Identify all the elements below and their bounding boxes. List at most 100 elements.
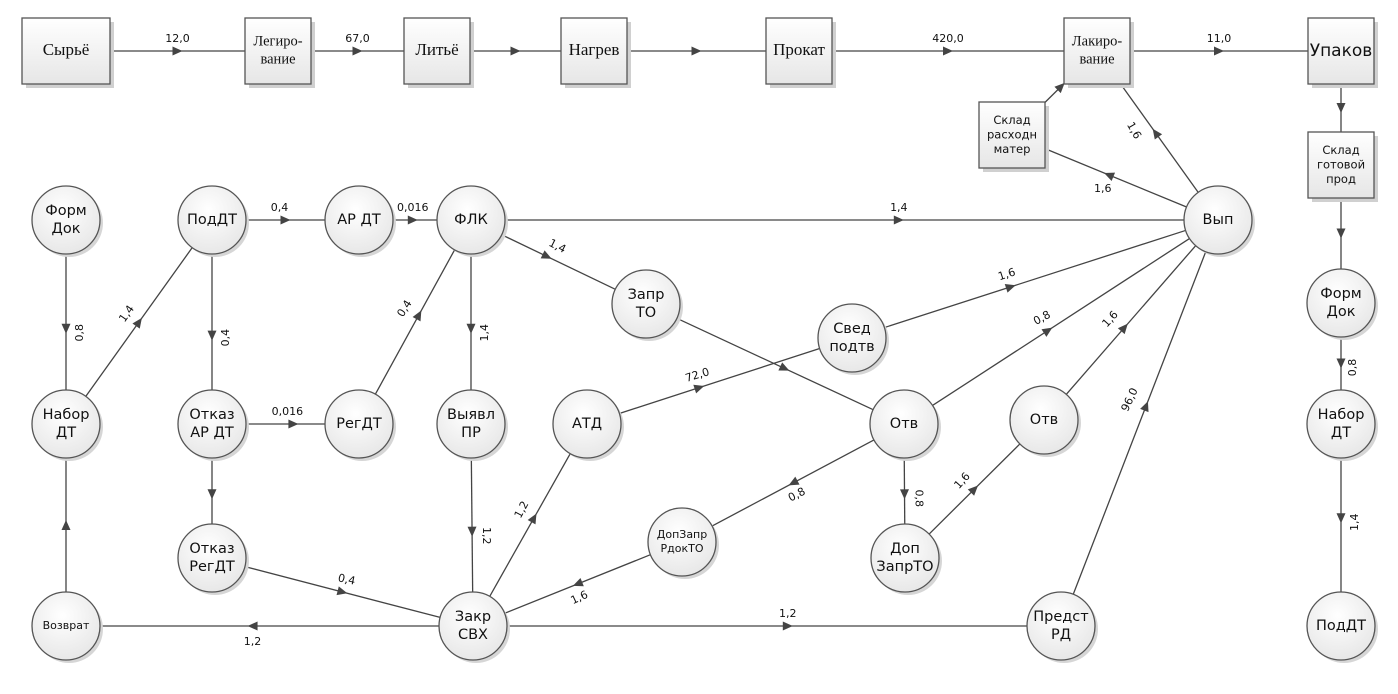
node-label: Закр — [455, 609, 491, 625]
arrowhead-icon — [172, 46, 183, 56]
node-legir[interactable]: Легиро-вание — [244, 17, 315, 88]
edge-nabor_dt_r-to-pod_dt_r: 1,4 — [1336, 458, 1361, 592]
nodes-layer: Сырьё Легиро-вание Литьё Нагрев Прокат Лакиро… — [21, 17, 1378, 663]
node-flk[interactable]: ФЛК — [436, 185, 508, 257]
edge-form_dok_r-to-nabor_dt_r: 0,8 — [1336, 337, 1359, 390]
edge-label: 0,8 — [786, 485, 808, 505]
node-label: Прокат — [773, 40, 825, 59]
node-label: Набор — [43, 407, 90, 423]
arrowhead-icon — [207, 489, 217, 500]
edge-label: 0,4 — [219, 329, 232, 347]
arrowhead-icon — [1041, 327, 1053, 337]
edge-otkaz_ar-to-otkaz_reg — [207, 458, 217, 524]
node-nagrev[interactable]: Нагрев — [560, 17, 631, 88]
edge-label: 11,0 — [1207, 32, 1232, 45]
node-litye[interactable]: Литьё — [403, 17, 474, 88]
node-prokat[interactable]: Прокат — [765, 17, 836, 88]
node-otv2[interactable]: Отв — [1009, 385, 1081, 457]
edge-form_dok_l-to-nabor_dt_l: 0,8 — [61, 254, 86, 390]
edge-pod_dt-to-ar_dt: 0,4 — [246, 201, 325, 225]
node-label: АТД — [572, 416, 602, 432]
edge-label: 0,8 — [1346, 359, 1359, 377]
edge-nabor_dt_l-to-pod_dt: 1,4 — [85, 247, 193, 397]
node-box — [978, 101, 1046, 169]
node-label: готовой — [1317, 158, 1365, 172]
node-upakov[interactable]: Упаков — [1307, 17, 1378, 88]
edge-label: 12,0 — [165, 32, 190, 45]
node-circle — [817, 303, 887, 373]
node-circle — [31, 389, 101, 459]
node-circle — [31, 185, 101, 255]
node-label: Форм — [45, 203, 87, 219]
node-label: АР ДТ — [337, 212, 381, 228]
node-label: ПР — [461, 425, 481, 441]
node-label: ТО — [635, 305, 656, 321]
node-circle — [1183, 185, 1253, 255]
node-label: Лакиро- — [1072, 33, 1123, 49]
arrowhead-icon — [967, 485, 979, 496]
arrowhead-icon — [280, 215, 291, 225]
edge-sved-to-vyp: 1,6 — [884, 229, 1186, 329]
edge-otkaz_reg-to-zakr_svh: 0,4 — [244, 565, 441, 619]
node-label: Отказ — [189, 407, 234, 423]
edge-sklad_rash-to-lakir — [1044, 82, 1065, 103]
node-label: РД — [1051, 627, 1071, 643]
edge-label: 1,6 — [569, 588, 590, 607]
node-circle — [436, 389, 506, 459]
node-label: подтв — [829, 339, 874, 355]
edge-label: 67,0 — [345, 32, 370, 45]
edge-zapr_to-to-otv1 — [676, 317, 874, 411]
node-vozvrat[interactable]: Возврат — [31, 591, 103, 663]
node-label: Выявл — [447, 407, 495, 423]
edge-line — [676, 317, 874, 411]
node-pod_dt[interactable]: ПодДТ — [177, 185, 249, 257]
arrowhead-icon — [693, 384, 705, 394]
node-circle — [870, 523, 940, 593]
node-otv1[interactable]: Отв — [869, 389, 941, 461]
edge-line — [1072, 251, 1207, 595]
node-zapr_to[interactable]: ЗапрТО — [611, 269, 683, 341]
arrowhead-icon — [412, 310, 422, 322]
edge-vozvrat-to-nabor_dt_l — [61, 458, 71, 592]
arrowhead-icon — [1054, 82, 1065, 94]
node-lakir[interactable]: Лакиро-вание — [1063, 17, 1134, 88]
edge-label: 1,2 — [480, 527, 493, 545]
node-circle — [324, 185, 394, 255]
node-atd[interactable]: АТД — [552, 389, 624, 461]
edge-litye-to-nagrev — [470, 46, 561, 56]
node-box — [1307, 131, 1375, 199]
edge-label: 1,6 — [951, 470, 972, 492]
edge-line — [619, 347, 820, 415]
edge-label: 1,2 — [244, 635, 262, 648]
arrowhead-icon — [1117, 323, 1128, 335]
edge-line — [884, 229, 1186, 329]
edge-label: 0,8 — [1031, 308, 1053, 328]
edge-label: 0,016 — [397, 201, 429, 214]
edge-atd-to-sved: 72,0 — [619, 347, 820, 415]
arrowhead-icon — [1004, 284, 1016, 293]
edge-otv1-to-dopzapr_rdok: 0,8 — [711, 439, 875, 527]
node-reg_dt[interactable]: РегДТ — [324, 389, 396, 461]
arrowhead-icon — [778, 362, 790, 371]
edge-pod_dt-to-otkaz_ar: 0,4 — [207, 254, 232, 390]
node-ar_dt[interactable]: АР ДТ — [324, 185, 396, 257]
node-syrye[interactable]: Сырьё — [21, 17, 114, 88]
node-box — [244, 17, 312, 85]
node-pod_dt_r[interactable]: ПодДТ — [1306, 591, 1378, 663]
node-vyp[interactable]: Вып — [1183, 185, 1255, 257]
arrowhead-icon — [691, 46, 702, 56]
